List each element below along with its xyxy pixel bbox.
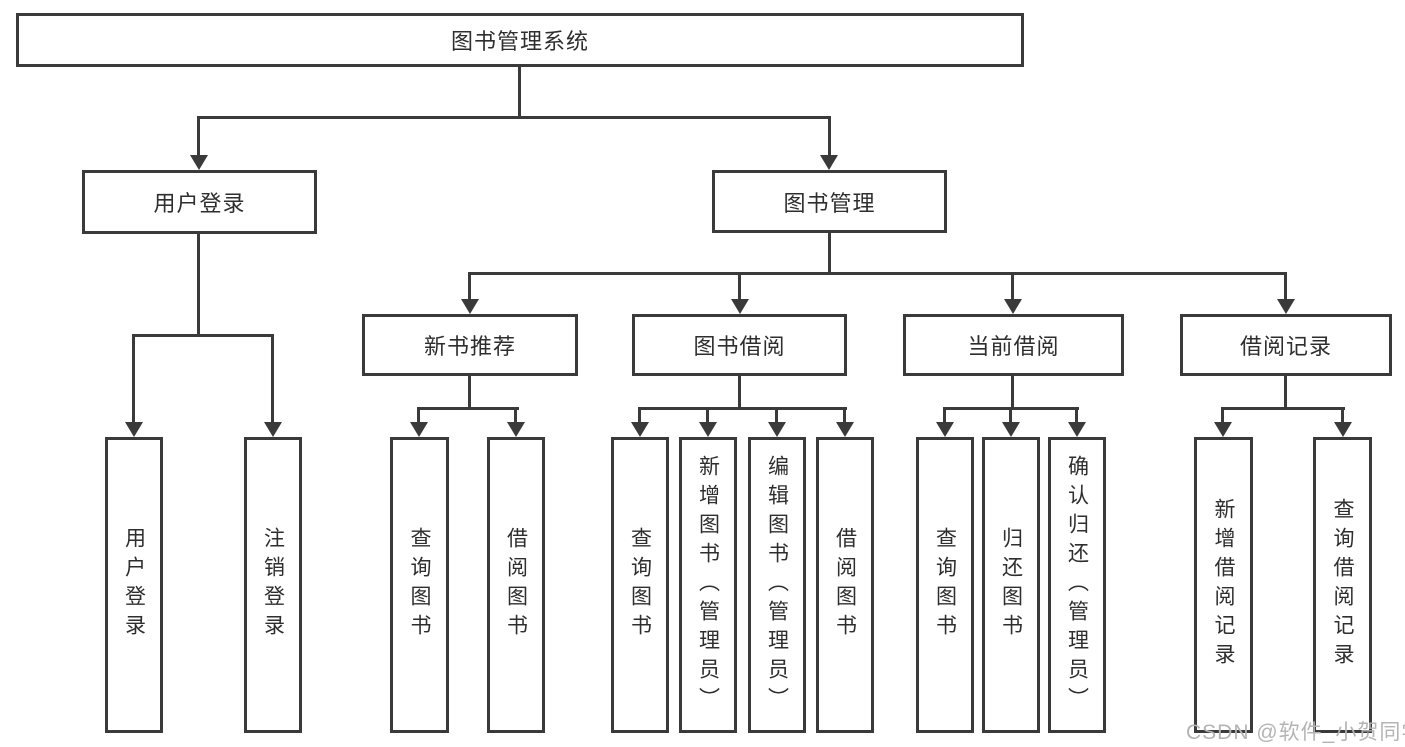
connector-line — [638, 407, 641, 423]
arrow-down-icon — [410, 422, 428, 437]
leaf-recommend-borrow-book: 借阅图书 — [487, 437, 545, 733]
connector-line — [1009, 407, 1012, 423]
arrow-down-icon — [461, 299, 479, 314]
leaf-current-query-book: 查询图书 — [916, 437, 974, 733]
connector-line — [417, 407, 519, 410]
connector-line — [638, 407, 847, 410]
leaf-logout-login: 注销登录 — [244, 437, 302, 733]
connector-line — [943, 407, 946, 423]
csdn-watermark: CSDN @软件_小贺同学 — [1186, 721, 1405, 744]
leaf-borrow-edit-book-admin: 编辑图书（管理员） — [748, 437, 806, 733]
leaf-recommend-query-book-label: 查询图书 — [408, 527, 431, 643]
connector-line — [514, 407, 517, 423]
arrow-down-icon — [125, 422, 143, 437]
leaf-borrow-query-book-label: 查询图书 — [628, 527, 652, 643]
arrow-down-icon — [936, 422, 954, 437]
leaf-current-confirm-return-admin: 确认归还（管理员） — [1048, 437, 1106, 733]
arrow-down-icon — [1002, 422, 1020, 437]
connector-line — [1221, 407, 1345, 410]
connector-line — [1341, 407, 1344, 423]
connector-line — [828, 233, 831, 274]
node-current-borrow: 当前借阅 — [903, 314, 1124, 376]
leaf-borrow-edit-book-admin-label: 编辑图书（管理员） — [765, 454, 789, 716]
connector-line — [518, 67, 521, 117]
connector-line — [271, 334, 274, 422]
leaf-records-add-record-label: 新增借阅记录 — [1212, 498, 1235, 672]
leaf-user-login-label: 用户登录 — [122, 527, 146, 643]
arrow-down-icon — [1214, 422, 1232, 437]
connector-line — [468, 272, 471, 300]
connector-line — [132, 334, 135, 422]
connector-line — [197, 234, 200, 336]
leaf-logout-login-label: 注销登录 — [261, 527, 285, 643]
leaf-borrow-borrow-book-label: 借阅图书 — [833, 527, 857, 643]
connector-line — [1221, 407, 1224, 423]
arrow-down-icon — [1004, 299, 1022, 314]
connector-line — [1284, 376, 1287, 410]
leaf-records-query-record: 查询借阅记录 — [1313, 437, 1372, 733]
node-user-login: 用户登录 — [82, 170, 317, 234]
connector-line — [1075, 407, 1078, 423]
connector-line — [738, 376, 741, 410]
node-book-borrow: 图书借阅 — [632, 314, 847, 376]
arrow-down-icon — [768, 422, 786, 437]
arrow-down-icon — [631, 422, 649, 437]
connector-line — [828, 116, 831, 156]
leaf-borrow-add-book-admin: 新增图书（管理员） — [679, 437, 737, 733]
leaf-current-query-book-label: 查询图书 — [933, 527, 957, 643]
connector-line — [738, 272, 741, 300]
node-book-management: 图书管理 — [712, 170, 947, 233]
leaf-user-login: 用户登录 — [105, 437, 163, 733]
arrow-down-icon — [836, 422, 854, 437]
node-borrow-records: 借阅记录 — [1180, 314, 1392, 376]
connector-line — [706, 407, 709, 423]
node-root: 图书管理系统 — [16, 13, 1024, 67]
arrow-down-icon — [190, 155, 208, 170]
leaf-records-query-record-label: 查询借阅记录 — [1331, 498, 1354, 672]
leaf-borrow-add-book-admin-label: 新增图书（管理员） — [696, 454, 720, 716]
arrow-down-icon — [264, 422, 282, 437]
arrow-down-icon — [507, 422, 525, 437]
connector-line — [1011, 272, 1014, 300]
leaf-records-add-record: 新增借阅记录 — [1194, 437, 1253, 733]
node-new-book-recommend: 新书推荐 — [362, 314, 578, 376]
leaf-borrow-query-book: 查询图书 — [611, 437, 669, 733]
arrow-down-icon — [731, 299, 749, 314]
leaf-current-confirm-return-admin-label: 确认归还（管理员） — [1065, 454, 1089, 716]
connector-line — [1284, 272, 1287, 300]
arrow-down-icon — [1334, 422, 1352, 437]
arrow-down-icon — [820, 155, 838, 170]
arrow-down-icon — [1277, 299, 1295, 314]
arrow-down-icon — [1068, 422, 1086, 437]
leaf-current-return-book: 归还图书 — [982, 437, 1040, 733]
leaf-recommend-query-book: 查询图书 — [390, 437, 449, 733]
arrow-down-icon — [699, 422, 717, 437]
connector-line — [132, 334, 274, 337]
connector-line — [468, 376, 471, 410]
leaf-recommend-borrow-book-label: 借阅图书 — [504, 527, 528, 643]
connector-line — [843, 407, 846, 423]
connector-line — [468, 272, 1287, 275]
connector-line — [1011, 376, 1014, 410]
leaf-current-return-book-label: 归还图书 — [999, 527, 1023, 643]
leaf-borrow-borrow-book: 借阅图书 — [816, 437, 874, 733]
connector-line — [417, 407, 420, 423]
connector-line — [775, 407, 778, 423]
connector-line — [197, 116, 200, 156]
connector-line — [197, 116, 831, 119]
